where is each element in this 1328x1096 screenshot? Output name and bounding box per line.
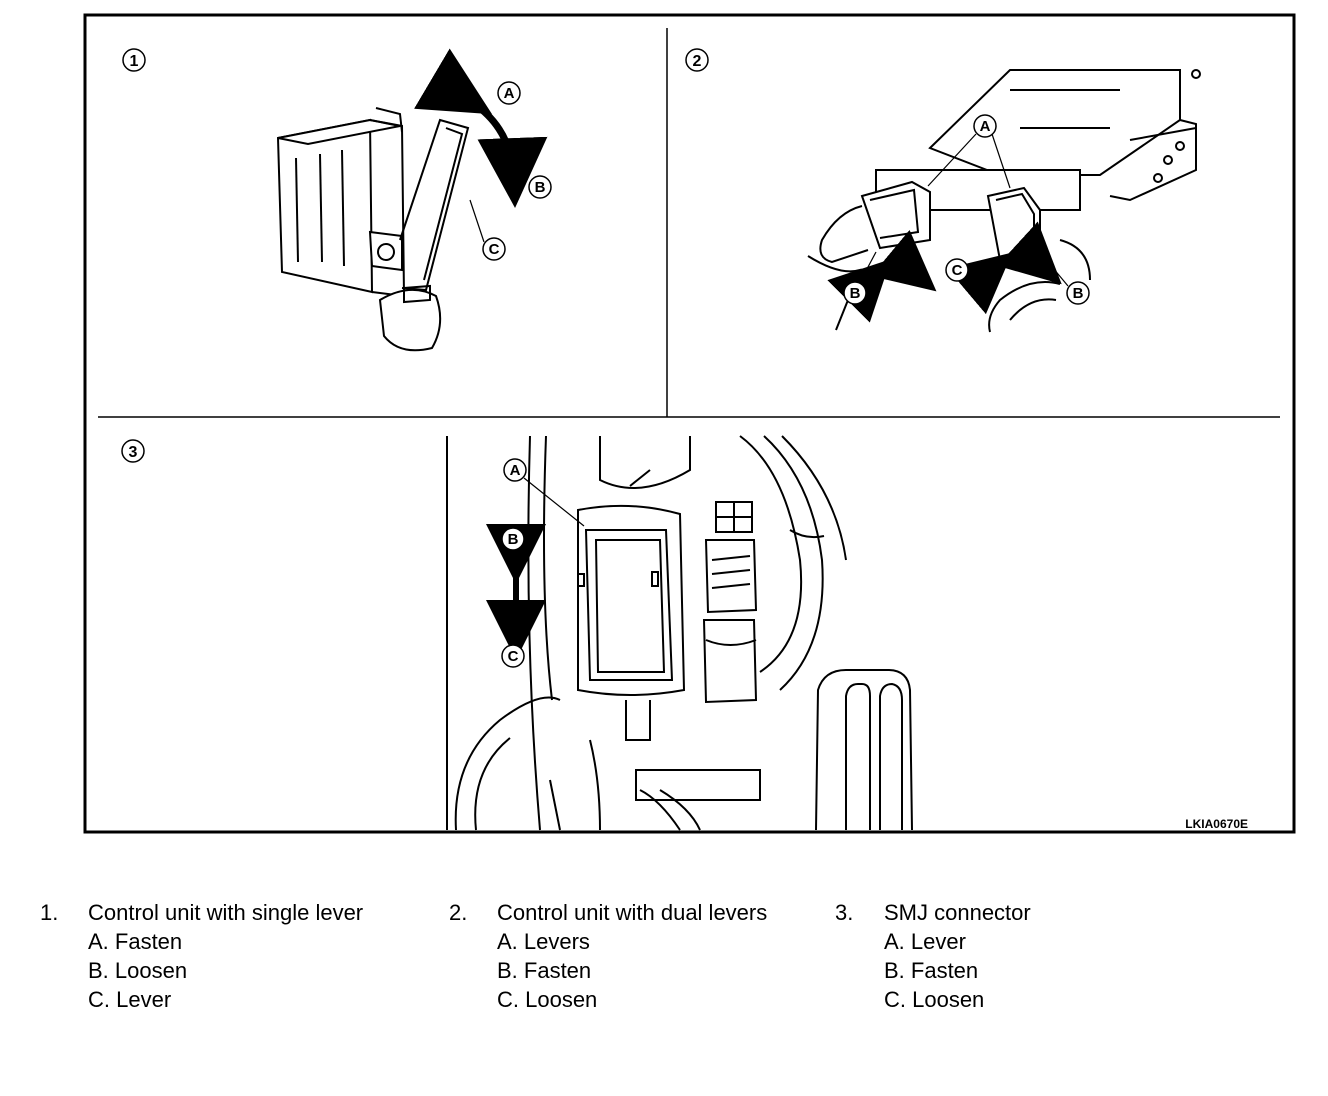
- control-unit-single-lever-illustration: [276, 107, 470, 352]
- figure-code: LKIA0670E: [1185, 817, 1248, 831]
- right-lever-arrow: [947, 221, 1062, 315]
- smj-connector-illustration: [446, 435, 913, 831]
- panel-1: 1 A B C: [122, 48, 552, 352]
- panel-3: 3: [121, 435, 913, 831]
- panel-3-callout-a: A: [510, 462, 521, 479]
- legend-3-item-a: A. Lever: [884, 929, 966, 954]
- panel-1-callout-b: B: [535, 179, 546, 196]
- panel-2-callout-b-right: B: [1073, 285, 1084, 302]
- legend-1-item-a: A. Fasten: [88, 929, 183, 954]
- diagram-figure: 1 A B C 2: [83, 13, 1296, 834]
- panel-3-callout-b: B: [508, 531, 519, 548]
- legend-3-item-c: C. Loosen: [884, 987, 985, 1012]
- panel-2-callout-c: C: [952, 262, 963, 279]
- legend-1-number: 1.: [40, 900, 59, 925]
- legend-1-title: Control unit with single lever: [88, 900, 364, 925]
- panel-2-callout-a: A: [980, 118, 991, 135]
- panel-2: 2 A B: [685, 48, 1201, 333]
- legend-1-item-c: C. Lever: [88, 987, 172, 1012]
- control-unit-dual-levers-illustration: [807, 69, 1201, 333]
- fasten-loosen-arrow: [414, 48, 548, 208]
- legend-3-title: SMJ connector: [884, 900, 1031, 925]
- panel-3-number: 3: [129, 444, 138, 461]
- panel-1-callout-c: C: [489, 241, 500, 258]
- legend-1-item-b: B. Loosen: [88, 958, 188, 983]
- panel-1-callout-a: A: [504, 85, 515, 102]
- legend-2-title: Control unit with dual levers: [497, 900, 768, 925]
- left-lever-arrow: [827, 229, 937, 323]
- legend-2-number: 2.: [449, 900, 468, 925]
- figure-frame: [83, 13, 1296, 834]
- legend-2-item-a: A. Levers: [497, 929, 590, 954]
- legend-3-item-b: B. Fasten: [884, 958, 979, 983]
- panel-3-callout-c: C: [508, 648, 519, 665]
- panel-2-callout-b-left: B: [850, 285, 861, 302]
- panel-1-number: 1: [130, 53, 139, 70]
- panel-2-number: 2: [693, 53, 702, 70]
- legend-2-item-b: B. Fasten: [497, 958, 592, 983]
- legend-2-item-c: C. Loosen: [497, 987, 598, 1012]
- legend-3-number: 3.: [835, 900, 854, 925]
